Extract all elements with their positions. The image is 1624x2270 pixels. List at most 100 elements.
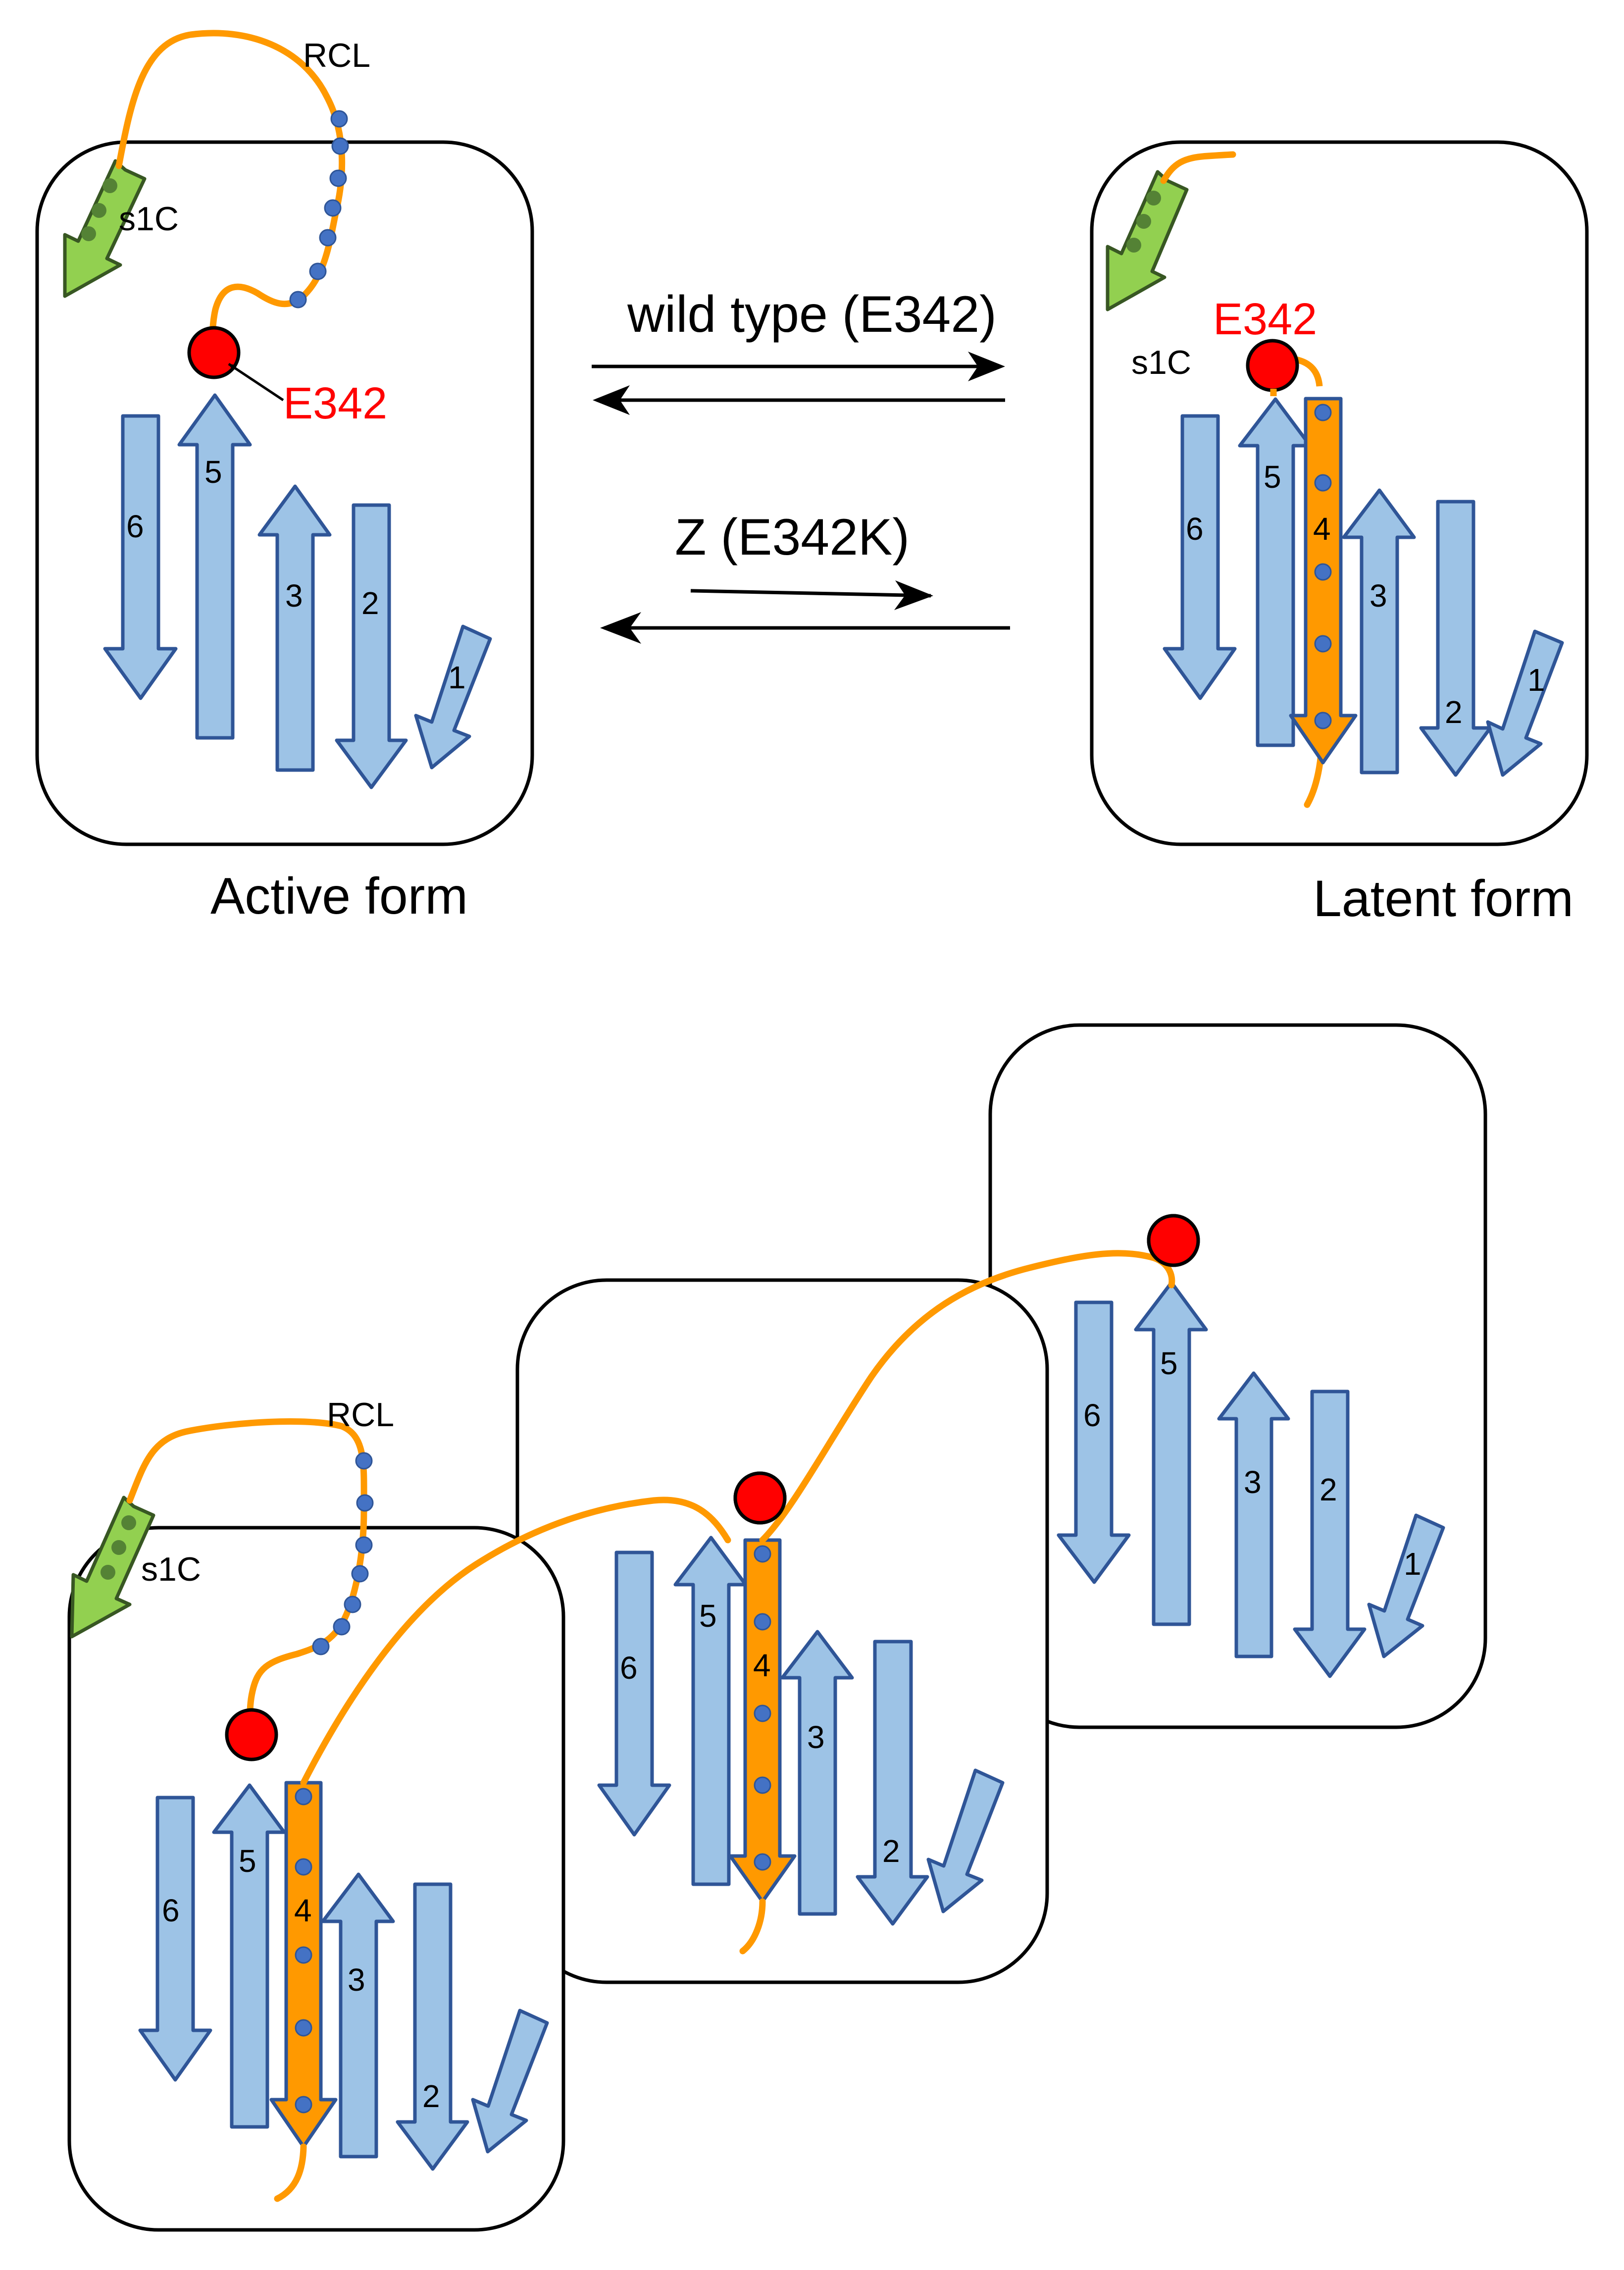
rcl-bead	[355, 1452, 373, 1470]
latent-form-caption: Latent form	[1313, 870, 1573, 928]
rcl-bead	[356, 1494, 374, 1512]
rcl-bead	[289, 291, 307, 309]
strand-5-label: 5	[239, 1843, 256, 1879]
residue-342	[1147, 1214, 1200, 1267]
rcl-bead	[351, 1565, 369, 1583]
s1c-label: s1C	[141, 1550, 201, 1588]
strand-6	[597, 1550, 671, 1837]
rcl-bead	[754, 1613, 771, 1631]
rcl-linker-1-to-2	[300, 1496, 731, 1786]
e342-label: E342	[1213, 295, 1317, 344]
strand-1	[1486, 629, 1564, 777]
rcl-bead	[754, 1704, 771, 1722]
rcl-bead	[295, 1788, 312, 1806]
active-form-panel: RCL s1C E342 6 5 3 2 1 Active form	[35, 30, 534, 925]
strand-5-label: 5	[204, 454, 222, 490]
strand-2-label: 2	[1445, 694, 1463, 730]
e342-residue	[187, 326, 241, 379]
strand-3-label: 3	[807, 1719, 825, 1755]
strand-4-inserted-rcl	[1289, 397, 1358, 765]
strand-1	[926, 1768, 1005, 1913]
strand-3-label: 3	[285, 578, 303, 614]
rcl-bead	[329, 169, 347, 187]
rcl-bead	[324, 199, 342, 217]
strand-1	[1367, 1513, 1445, 1658]
strand-2	[335, 503, 408, 789]
strand-6-label: 6	[1186, 511, 1204, 547]
rcl-bead	[1314, 474, 1332, 492]
strand-1-label: 1	[1527, 662, 1545, 698]
s1c-strand	[1106, 170, 1189, 311]
e342-label: E342	[283, 379, 387, 428]
rcl-bead	[754, 1776, 771, 1794]
strand-5-label: 5	[1264, 459, 1281, 495]
rcl-bead	[355, 1536, 373, 1554]
rcl-bead	[344, 1596, 361, 1613]
s1c-bead	[81, 226, 96, 241]
polymer-monomer-3: 6 5 3 2 1	[988, 1023, 1487, 1729]
polymer-monomer-2: 6 5 4 3 2	[515, 1278, 1049, 1984]
strand-2	[1419, 500, 1492, 777]
polymer-panel: 6 5 3 2 1 6 5 4 3 2	[67, 1023, 1487, 2232]
strand-5	[673, 1536, 748, 1886]
strand-1-label: 1	[1404, 1546, 1421, 1582]
equilibrium-arrows: wild type (E342) Z (E342K)	[592, 286, 1010, 644]
rcl-label: RCL	[303, 37, 370, 74]
strand-3	[257, 484, 332, 772]
strand-5	[1134, 1281, 1208, 1626]
rcl-bead	[330, 110, 348, 128]
strand-2-label: 2	[361, 585, 379, 621]
rcl-bead	[295, 2019, 312, 2037]
strand-4-label: 4	[753, 1648, 771, 1683]
z-mutant-label: Z (E342K)	[675, 509, 910, 566]
strand-6-label: 6	[620, 1650, 638, 1686]
strand-2-label: 2	[1320, 1472, 1337, 1507]
strand-5	[212, 1783, 286, 2129]
strand-3-label: 3	[1244, 1464, 1262, 1500]
rcl-bead	[319, 229, 337, 247]
z-forward-arrow	[690, 589, 931, 598]
strand-6-label: 6	[162, 1893, 180, 1928]
s1c-bead	[1146, 191, 1161, 206]
strand-6	[1057, 1300, 1131, 1584]
wild-type-forward-arrowhead	[968, 352, 1005, 381]
rcl-loop	[126, 1418, 367, 1742]
rcl-label: RCL	[327, 1396, 394, 1434]
strand-6-label: 6	[1083, 1397, 1101, 1433]
strand-3	[1342, 488, 1416, 774]
strand-1	[471, 2009, 549, 2154]
strand-5	[1238, 397, 1312, 747]
strand-3	[321, 1872, 395, 2159]
rcl-bead	[754, 1545, 771, 1563]
rcl-linker-2-to-3	[759, 1250, 1175, 1544]
s1c-bead	[92, 203, 106, 218]
z-reverse-arrowhead	[600, 612, 641, 644]
s1c-bead	[1126, 238, 1141, 253]
wild-type-reverse-arrowhead	[593, 385, 630, 415]
rcl-bead	[295, 1858, 312, 1876]
strand-2	[856, 1640, 929, 1926]
rcl-tail-bottom	[274, 2143, 307, 2202]
wild-type-label: wild type (E342)	[627, 286, 997, 343]
strand-6	[1163, 414, 1237, 700]
rcl-bead	[754, 1853, 771, 1871]
s1c-bead	[102, 178, 117, 193]
strand-4-inserted-rcl	[269, 1781, 338, 2149]
strand-2	[396, 1882, 469, 2171]
strand-1-label: 1	[448, 660, 466, 695]
strand-4-label: 4	[294, 1893, 312, 1928]
rcl-bead	[1314, 404, 1332, 421]
s1c-bead	[101, 1565, 115, 1580]
polymer-monomer-1: RCL s1C 6 5 4 3 2	[67, 1396, 565, 2232]
rcl-bead	[295, 1946, 312, 1964]
strand-1	[414, 624, 492, 770]
strand-5	[177, 393, 252, 740]
strand-2-label: 2	[882, 1833, 900, 1869]
strand-3-label: 3	[348, 1962, 365, 1998]
strand-3	[780, 1630, 854, 1916]
s1c-bead	[111, 1540, 126, 1555]
strand-2	[1293, 1390, 1367, 1678]
z-forward-arrowhead	[894, 580, 933, 610]
active-form-caption: Active form	[210, 868, 468, 925]
